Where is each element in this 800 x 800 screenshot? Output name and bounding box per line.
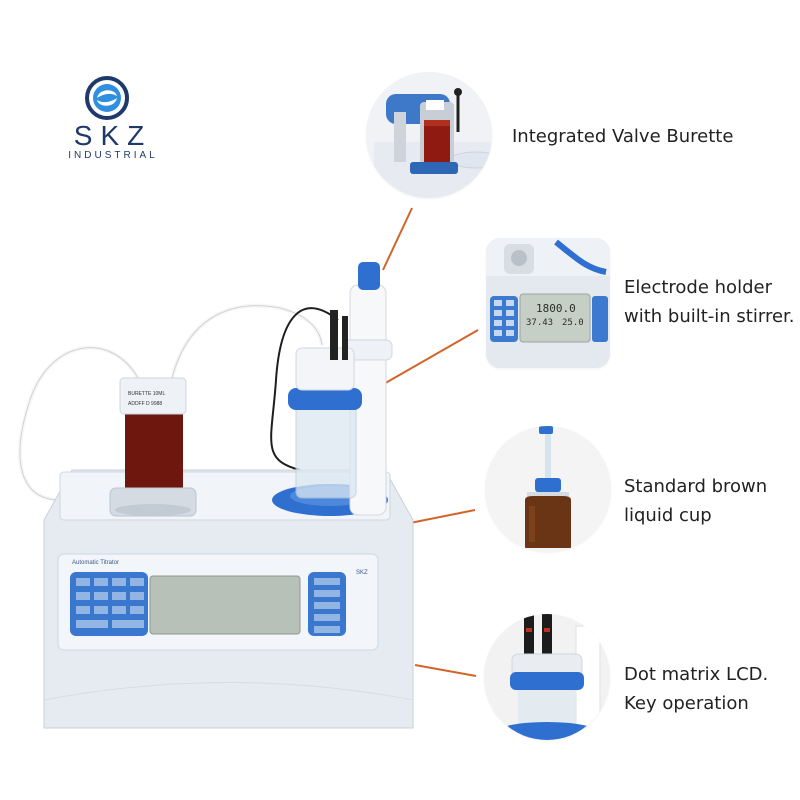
leader-line-electrode xyxy=(381,329,479,386)
skz-logo-icon xyxy=(85,76,129,120)
lcd-reading-1: 1800.0 xyxy=(536,302,576,315)
panel-logo: SKZ xyxy=(356,570,368,576)
titration-cup xyxy=(295,399,357,499)
lcd-reading-2: 37.43 xyxy=(526,318,554,328)
bottle-label-2: ADDFF D 9988 xyxy=(128,401,163,407)
leader-line-burette xyxy=(382,207,413,271)
electrode-closeup-icon xyxy=(484,614,610,740)
callout-label-lcd: Dot matrix LCD.Key operation xyxy=(624,660,768,718)
burette-bottle xyxy=(125,395,183,495)
keypad-right xyxy=(308,572,346,636)
burette-closeup-icon xyxy=(366,72,492,198)
panel-closeup-icon xyxy=(486,238,610,368)
tubing-left-outline xyxy=(19,347,139,501)
callout-image-cup xyxy=(485,426,611,552)
brand-name: SKZ xyxy=(73,120,153,151)
panel-title: Automatic Titrator xyxy=(72,560,120,566)
callout-label-burette: Integrated Valve Burette xyxy=(512,126,734,147)
bottle-label-1: BURETTE 10ML xyxy=(128,391,166,397)
brand-subtitle: INDUSTRIAL xyxy=(68,150,158,161)
callout-image-panel: 1800.0 37.43 25.0 xyxy=(486,238,610,368)
tubing-top-outline xyxy=(171,305,323,379)
titrator-device: Automatic Titrator SKZ BURETTE 10ML ADDF… xyxy=(0,230,430,730)
titrator-illustration xyxy=(18,262,414,729)
brand-logo: SKZ INDUSTRIAL xyxy=(58,72,168,162)
callout-image-electrode xyxy=(484,614,610,740)
brown-bottle-icon xyxy=(485,426,611,552)
leader-line-lcd xyxy=(414,664,477,677)
lcd-reading-3: 25.0 xyxy=(562,318,584,328)
electrode-cable xyxy=(270,307,339,471)
lcd-screen xyxy=(149,575,301,635)
callout-image-burette xyxy=(366,72,492,198)
keypad-left xyxy=(70,572,148,636)
callout-label-lcd-text: Dot matrix LCD.Key operation xyxy=(624,664,769,714)
